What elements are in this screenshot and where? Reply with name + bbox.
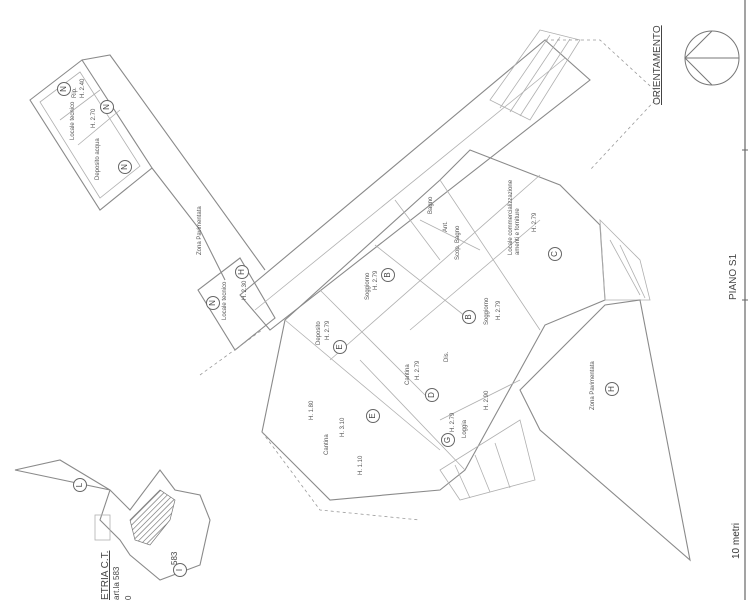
zone-marker-l: L [73, 478, 87, 492]
paved-path-left [81, 54, 266, 271]
room-g-code: G [441, 433, 455, 447]
technical-room [197, 257, 276, 351]
zone-h2-name: Zona Pavimentata [590, 361, 596, 410]
room-n4-code: N [118, 160, 132, 174]
room-n3-name: Locale tecnico [70, 101, 76, 140]
room-n2-code: N [57, 82, 71, 96]
room-e1-height: H. 2.79 [325, 320, 331, 340]
cantina-height-bottom: H. 1.10 [358, 455, 364, 475]
room-bagno: Bagno [428, 196, 434, 214]
room-b2-height: H. 2.79 [496, 300, 502, 320]
room-e2-name: Cantina [324, 434, 330, 455]
room-d-height: H. 2.79 [415, 360, 421, 380]
cadastral-map [14, 459, 211, 581]
room-e2-code: E [366, 409, 380, 423]
room-c-height: H. 2.79 [532, 212, 538, 232]
stairs-loggia [439, 419, 536, 501]
zone-h1-name: Zona Pavimentata [197, 206, 203, 255]
room-b2-code: B [462, 310, 476, 324]
cantina-height-top: H. 1.80 [309, 400, 315, 420]
room-n1-name: Locale tecnico [222, 281, 228, 320]
room-ant: Ant. [443, 221, 449, 232]
scale-label: 10 metri [731, 521, 742, 560]
room-c-name: Locale commercializzazione amenti e forn… [508, 179, 521, 255]
room-g-height: H. 2.79 [450, 412, 456, 432]
room-g-name: Loggia [462, 419, 468, 438]
orientation-title: ORIENTAMENTO [652, 25, 663, 105]
room-b1-height: H. 2.79 [373, 270, 379, 290]
stairs-top [489, 29, 581, 121]
zone-h2-code: H [605, 382, 619, 396]
room-b1-name: Soggiorno [365, 272, 371, 300]
cadastre-article: art.la 583 [112, 566, 121, 600]
annex-outline [29, 59, 153, 211]
stairs-right [599, 218, 651, 301]
room-scop-bagno: Scop. Bagno [455, 225, 461, 260]
room-n1-height: H. 2.30 [242, 280, 248, 300]
room-b2-name: Soggiorno [484, 297, 490, 325]
compass-icon [684, 30, 740, 86]
floor-title: PIANO S1 [728, 253, 739, 300]
scale-bar [742, 0, 748, 600]
room-n1-code: N [206, 296, 220, 310]
room-n4-name: Deposito acqua [95, 138, 101, 180]
room-dis: Dis. [444, 351, 450, 362]
room-n3-height: H. 2.70 [91, 108, 97, 128]
room-n3-code: N [100, 100, 114, 114]
room-c-code: C [548, 247, 562, 261]
room-b1-code: B [381, 268, 395, 282]
zone-marker-i: I [173, 563, 187, 577]
room-d-code: D [425, 388, 439, 402]
room-e1-name: Deposito [316, 321, 322, 345]
cadastre-title: ETRIA C.T. [100, 550, 111, 600]
room-d-name: Cantina [405, 364, 411, 385]
cadastre-line3: 0 [124, 595, 133, 600]
room-n2-height: H. 2.40 [80, 78, 86, 98]
paved-area-right [519, 299, 691, 562]
room-n2-name: Rip. [72, 87, 78, 98]
room-e1-code: E [333, 340, 347, 354]
loggia-side-height: H. 2.90 [484, 390, 490, 410]
zone-h1-code: H [235, 265, 249, 279]
corridor [239, 39, 591, 331]
room-e2-height: H. 3.10 [340, 417, 346, 437]
